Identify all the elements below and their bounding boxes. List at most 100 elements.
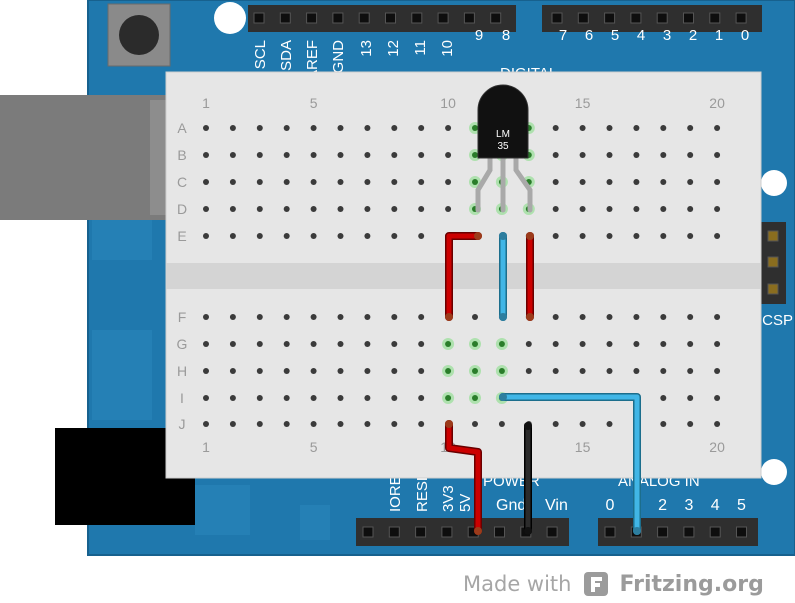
breadboard-hole[interactable]: [203, 179, 209, 185]
breadboard-hole[interactable]: [391, 125, 398, 131]
breadboard-hole[interactable]: [579, 179, 586, 185]
breadboard-hole[interactable]: [310, 314, 317, 320]
breadboard-hole[interactable]: [337, 233, 344, 239]
breadboard-hole[interactable]: [633, 206, 640, 212]
breadboard-hole[interactable]: [203, 368, 209, 374]
breadboard-hole[interactable]: [445, 206, 452, 212]
breadboard-hole[interactable]: [391, 179, 398, 185]
breadboard-hole[interactable]: [579, 206, 586, 212]
breadboard-hole[interactable]: [256, 395, 263, 401]
breadboard-hole[interactable]: [364, 421, 371, 427]
breadboard-hole[interactable]: [391, 152, 398, 158]
breadboard-hole[interactable]: [418, 206, 425, 212]
breadboard-hole[interactable]: [256, 125, 263, 131]
breadboard-hole[interactable]: [418, 179, 425, 185]
breadboard-hole[interactable]: [552, 341, 559, 347]
breadboard-hole[interactable]: [337, 152, 344, 158]
breadboard-hole[interactable]: [552, 206, 559, 212]
breadboard-hole[interactable]: [606, 314, 613, 320]
breadboard-hole[interactable]: [445, 341, 452, 347]
breadboard-hole[interactable]: [687, 125, 694, 131]
breadboard-hole[interactable]: [337, 125, 344, 131]
breadboard-hole[interactable]: [203, 395, 209, 401]
breadboard-hole[interactable]: [472, 421, 478, 427]
breadboard-hole[interactable]: [472, 341, 478, 347]
breadboard-hole[interactable]: [687, 152, 694, 158]
fritzing-brand[interactable]: Fritzing.org: [619, 571, 764, 597]
breadboard-hole[interactable]: [256, 233, 263, 239]
breadboard-hole[interactable]: [256, 206, 263, 212]
header-pin[interactable]: [683, 526, 695, 538]
header-pin[interactable]: [604, 12, 616, 24]
breadboard-hole[interactable]: [633, 125, 640, 131]
breadboard-hole[interactable]: [472, 179, 478, 185]
header-pin[interactable]: [736, 526, 747, 538]
breadboard-hole[interactable]: [364, 179, 371, 185]
breadboard-hole[interactable]: [283, 421, 290, 427]
wire-red-5v[interactable]: [445, 420, 482, 535]
breadboard-hole[interactable]: [687, 314, 694, 320]
breadboard-hole[interactable]: [364, 125, 371, 131]
breadboard-hole[interactable]: [364, 206, 371, 212]
breadboard-hole[interactable]: [714, 314, 721, 320]
breadboard-hole[interactable]: [445, 125, 452, 131]
icsp-pin[interactable]: [767, 230, 779, 242]
header-pin[interactable]: [657, 526, 669, 538]
breadboard-hole[interactable]: [633, 368, 640, 374]
breadboard-hole[interactable]: [579, 341, 586, 347]
breadboard-hole[interactable]: [283, 395, 290, 401]
header-pin[interactable]: [306, 12, 318, 24]
breadboard-hole[interactable]: [229, 233, 236, 239]
breadboard-hole[interactable]: [552, 125, 559, 131]
wire-blue-analog[interactable]: [499, 393, 641, 535]
breadboard-hole[interactable]: [256, 179, 263, 185]
icsp-pin[interactable]: [767, 256, 779, 268]
breadboard-hole[interactable]: [660, 341, 667, 347]
breadboard-hole[interactable]: [660, 395, 667, 401]
breadboard-hole[interactable]: [498, 421, 505, 427]
breadboard-hole[interactable]: [660, 206, 667, 212]
breadboard-hole[interactable]: [687, 341, 694, 347]
breadboard-hole[interactable]: [364, 152, 371, 158]
breadboard-hole[interactable]: [337, 395, 344, 401]
breadboard-hole[interactable]: [552, 152, 559, 158]
breadboard-hole[interactable]: [633, 314, 640, 320]
header-pin[interactable]: [709, 12, 721, 24]
breadboard-hole[interactable]: [525, 341, 532, 347]
header-pin[interactable]: [735, 12, 747, 24]
breadboard-hole[interactable]: [418, 395, 425, 401]
breadboard-hole[interactable]: [687, 395, 694, 401]
breadboard-hole[interactable]: [660, 368, 667, 374]
breadboard-hole[interactable]: [660, 421, 667, 427]
breadboard-hole[interactable]: [337, 368, 344, 374]
breadboard-hole[interactable]: [283, 233, 290, 239]
breadboard-hole[interactable]: [283, 341, 290, 347]
breadboard-hole[interactable]: [660, 314, 667, 320]
breadboard-hole[interactable]: [579, 233, 586, 239]
wire-red-top-bridge[interactable]: [445, 232, 482, 321]
header-pin[interactable]: [437, 12, 449, 24]
header-pin[interactable]: [332, 12, 344, 24]
header-pin[interactable]: [577, 12, 589, 24]
breadboard-hole[interactable]: [310, 341, 317, 347]
breadboard-hole[interactable]: [606, 206, 613, 212]
breadboard-hole[interactable]: [606, 233, 613, 239]
breadboard-hole[interactable]: [229, 341, 236, 347]
breadboard-hole[interactable]: [687, 421, 694, 427]
breadboard-hole[interactable]: [364, 314, 371, 320]
header-pin[interactable]: [253, 12, 265, 24]
breadboard-hole[interactable]: [472, 125, 478, 131]
breadboard-hole[interactable]: [364, 341, 371, 347]
breadboard-hole[interactable]: [606, 179, 613, 185]
breadboard-hole[interactable]: [445, 395, 452, 401]
breadboard-hole[interactable]: [552, 314, 559, 320]
header-pin[interactable]: [388, 526, 400, 538]
breadboard-hole[interactable]: [310, 152, 317, 158]
breadboard-hole[interactable]: [552, 179, 559, 185]
breadboard-hole[interactable]: [337, 179, 344, 185]
breadboard-hole[interactable]: [552, 421, 559, 427]
breadboard-hole[interactable]: [310, 206, 317, 212]
breadboard-hole[interactable]: [714, 368, 721, 374]
breadboard-hole[interactable]: [229, 125, 236, 131]
breadboard-hole[interactable]: [714, 341, 721, 347]
